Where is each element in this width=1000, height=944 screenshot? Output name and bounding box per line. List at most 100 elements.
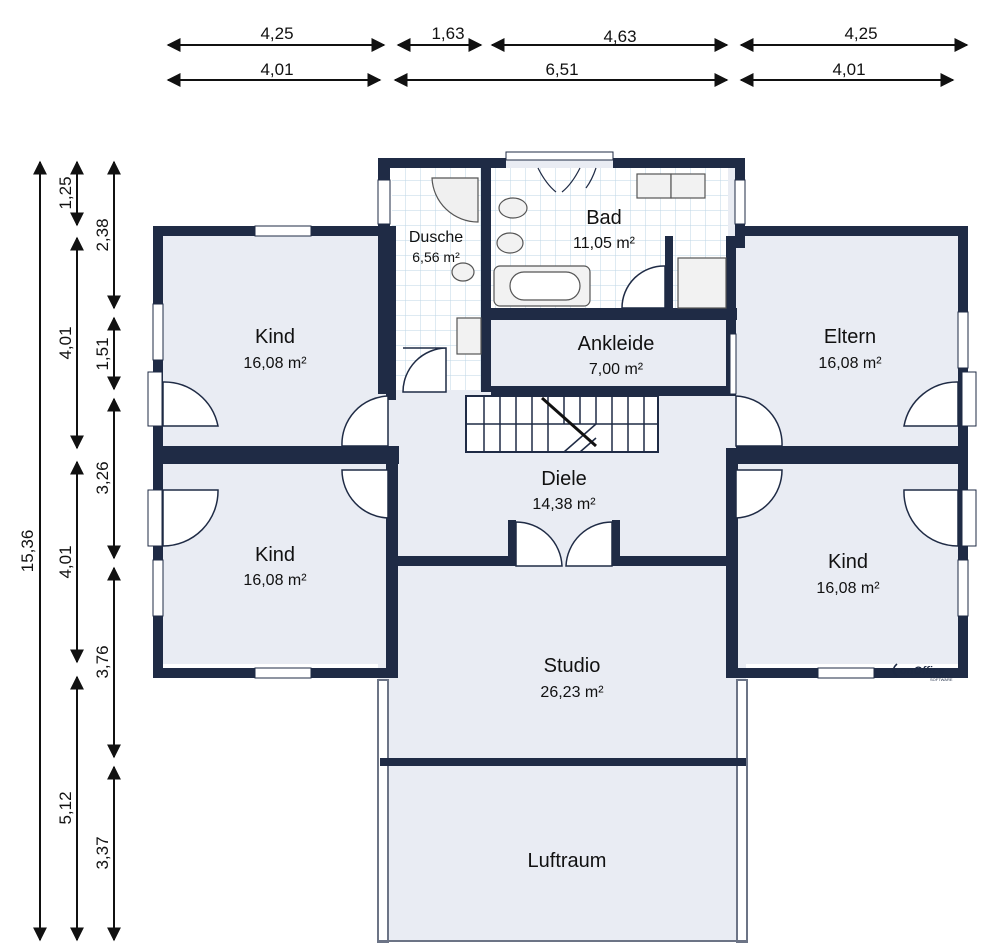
wall (736, 446, 968, 464)
logo-subtext: SOFTWARE (930, 677, 953, 682)
logo-text: onOffice (900, 665, 944, 677)
luftraum-railing (380, 758, 746, 766)
door-swing-bad (621, 265, 666, 309)
room-area-kind-right: 16,08 m² (816, 580, 880, 597)
wall (378, 158, 506, 168)
room-name-kind-bottom-left: Kind (255, 544, 295, 566)
sash-arc (585, 167, 597, 189)
room-area-diele: 14,38 m² (532, 496, 596, 513)
room-name-bad: Bad (586, 207, 622, 229)
window (734, 179, 746, 225)
window (377, 179, 391, 225)
dimension-label: 1,25 (56, 176, 75, 209)
studio-outline (377, 679, 748, 943)
room-name-kind-top-left: Kind (255, 326, 295, 348)
window-balcony-door (961, 371, 977, 427)
room-name-studio: Studio (544, 655, 601, 677)
dimension-label: 4,01 (832, 60, 865, 79)
top-dimensions: 4,25 1,63 4,63 4,25 4,01 6,51 4,01 (166, 24, 969, 87)
onoffice-logo: onOffice SOFTWARE (892, 663, 953, 682)
bidet-bad (496, 232, 524, 254)
door-swing-studio-left (515, 521, 563, 567)
wall (665, 236, 673, 312)
room-area-studio: 26,23 m² (540, 684, 604, 701)
bathtub-basin (509, 271, 581, 301)
wall (386, 226, 396, 394)
floor-studio-luftraum (378, 560, 746, 940)
room-name-diele: Diele (541, 468, 587, 490)
wall (612, 556, 728, 566)
window-balcony-door (147, 371, 163, 427)
dimension-label: 4,25 (844, 24, 877, 43)
sash-arc (561, 167, 581, 193)
room-name-dusche: Dusche (409, 229, 463, 246)
door-swing (903, 381, 959, 427)
wall (386, 394, 396, 400)
room-area-kind-bottom-left: 16,08 m² (243, 572, 307, 589)
shower-tray-dusche (431, 177, 479, 223)
dimension-label: 4,01 (56, 545, 75, 578)
window (254, 225, 312, 237)
toilet-bad (498, 197, 528, 219)
dimension-label: 3,26 (93, 461, 112, 494)
window (505, 151, 614, 161)
room-name-ankleide: Ankleide (578, 333, 655, 355)
dimension-label: 2,38 (93, 218, 112, 251)
dimension-label: 4,25 (260, 24, 293, 43)
window (152, 559, 164, 617)
sink-bad-1 (636, 173, 672, 199)
door-swing (162, 381, 219, 427)
shower-bad (677, 257, 727, 309)
dimension-label: 5,12 (56, 791, 75, 824)
sink-bad-2 (670, 173, 706, 199)
wall (613, 158, 745, 168)
room-name-kind-right: Kind (828, 551, 868, 573)
wall (726, 448, 738, 678)
toilet-dusche (451, 262, 475, 282)
window (957, 311, 969, 369)
window (152, 303, 164, 361)
door-swing (735, 469, 783, 519)
wall (508, 520, 516, 566)
windows (147, 151, 977, 679)
wall (481, 168, 491, 392)
wall (736, 226, 968, 236)
door-swing (735, 395, 783, 447)
wall (386, 446, 398, 562)
door-swing (903, 489, 959, 547)
wall (163, 446, 399, 464)
sash-arc (537, 167, 557, 193)
dimension-label: 4,01 (260, 60, 293, 79)
room-labels: Kind 16,08 m² Dusche 6,56 m² Bad 11,05 m… (243, 207, 882, 872)
fixtures (431, 173, 727, 355)
sink-dusche (456, 317, 482, 355)
left-dimensions: 15,36 1,25 4,01 4,01 5,12 2,38 1,51 3,26… (18, 160, 121, 942)
room-area-eltern: 16,08 m² (818, 355, 882, 372)
wall (491, 308, 737, 320)
room-area-ankleide: 7,00 m² (589, 361, 644, 378)
dimension-label: 15,36 (18, 530, 37, 573)
dimension-label: 4,01 (56, 326, 75, 359)
dimension-label: 3,37 (93, 836, 112, 869)
window-balcony-door (961, 489, 977, 547)
window-balcony-door (147, 489, 163, 547)
wall (398, 556, 516, 566)
room-name-luftraum: Luftraum (528, 850, 607, 872)
doors (162, 265, 959, 567)
window (957, 559, 969, 617)
room-name-eltern: Eltern (824, 326, 876, 348)
wall (386, 560, 398, 678)
door-swing-dusche (402, 347, 447, 393)
dimension-label: 3,76 (93, 645, 112, 678)
wall (491, 386, 729, 396)
window (254, 667, 312, 679)
dimension-label: 4,63 (603, 27, 636, 46)
bad-window-sash (537, 167, 597, 193)
door-swing (162, 489, 219, 547)
dimension-label: 1,51 (93, 337, 112, 370)
door-swing (341, 469, 389, 519)
room-area-dusche: 6,56 m² (412, 249, 460, 265)
dimension-label: 1,63 (431, 24, 464, 43)
